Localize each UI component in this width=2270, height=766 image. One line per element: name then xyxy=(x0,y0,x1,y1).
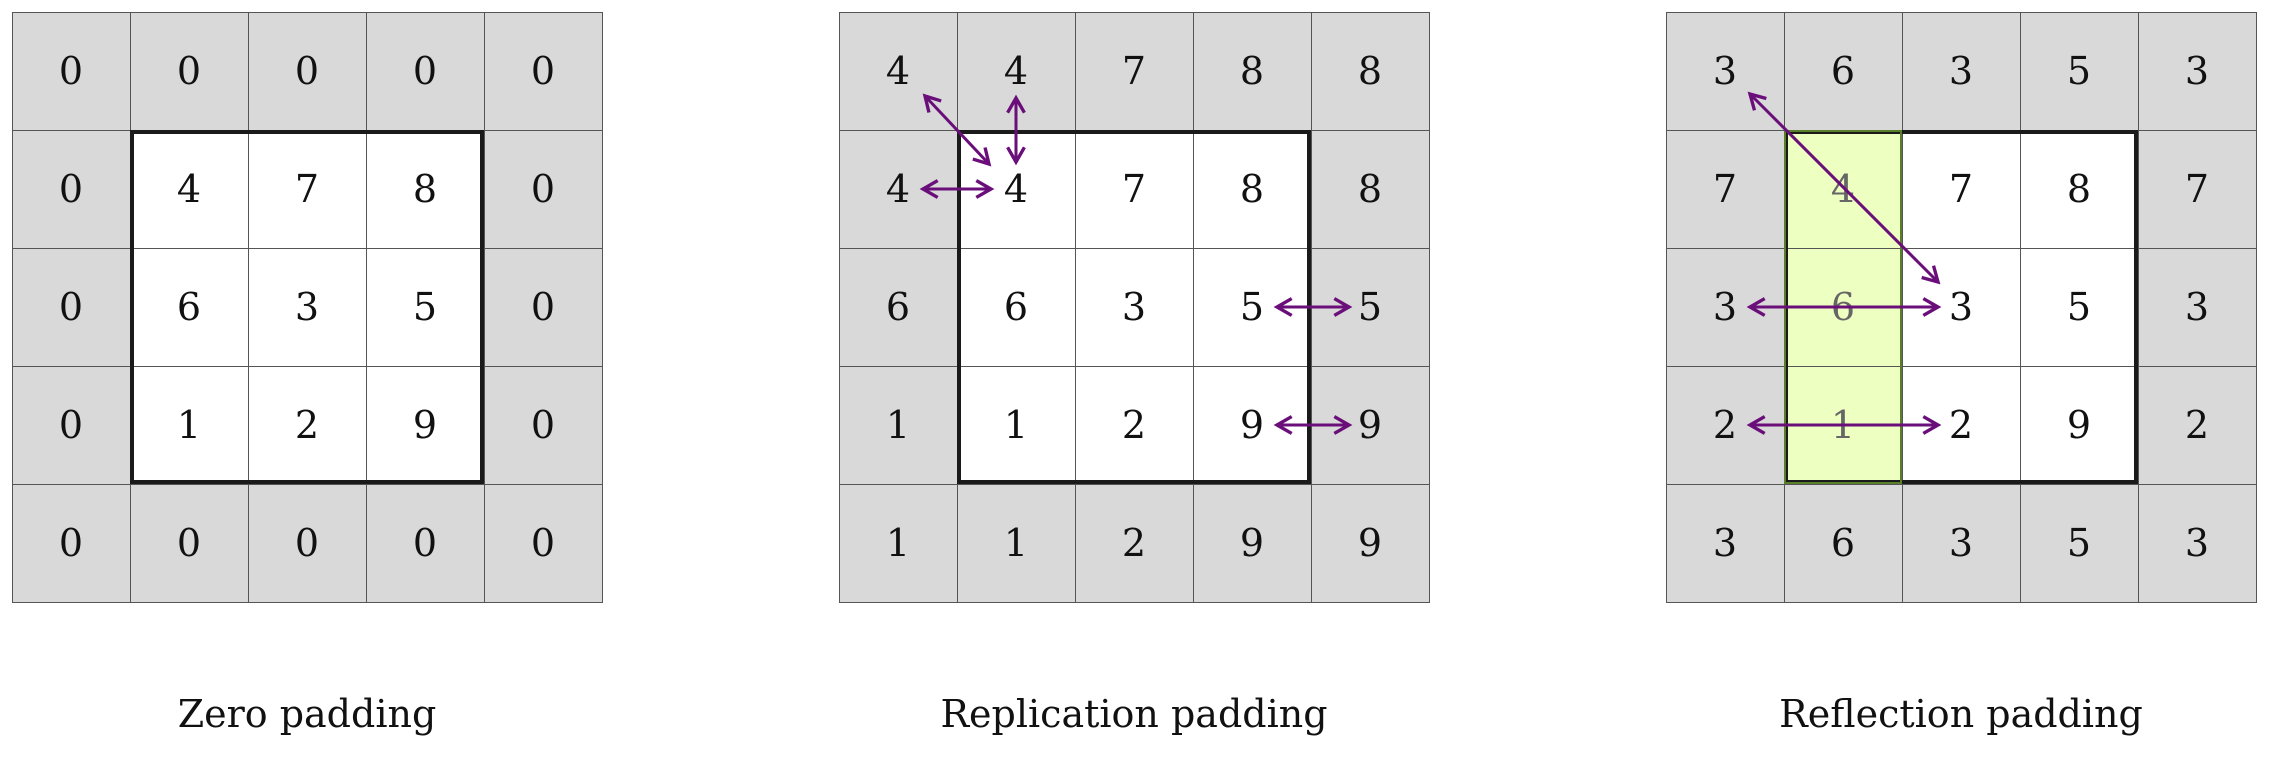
input-cell: 3 xyxy=(1901,247,2021,367)
replication-padding-caption: Replication padding xyxy=(940,692,1328,736)
padding-cell: 5 xyxy=(2019,483,2139,603)
padding-cell: 1 xyxy=(956,483,1076,603)
padding-cell: 5 xyxy=(1310,247,1430,367)
padding-cell: 0 xyxy=(483,483,603,603)
padding-cell: 3 xyxy=(2137,247,2257,367)
input-cell: 4 xyxy=(956,129,1076,249)
padding-cell: 9 xyxy=(1310,483,1430,603)
padding-cell: 6 xyxy=(1783,483,1903,603)
padding-cell: 5 xyxy=(2019,11,2139,131)
input-cell: 7 xyxy=(1901,129,2021,249)
input-cell: 5 xyxy=(1192,247,1312,367)
padding-cell: 8 xyxy=(1192,11,1312,131)
input-cell: 4 xyxy=(1783,129,1903,249)
padding-cell: 7 xyxy=(1665,129,1785,249)
padding-cell: 0 xyxy=(483,129,603,249)
input-cell: 7 xyxy=(1074,129,1194,249)
input-cell: 4 xyxy=(129,129,249,249)
padding-cell: 0 xyxy=(483,365,603,485)
padding-cell: 0 xyxy=(483,247,603,367)
padding-cell: 0 xyxy=(483,11,603,131)
input-cell: 8 xyxy=(1192,129,1312,249)
padding-cell: 3 xyxy=(2137,483,2257,603)
input-cell: 5 xyxy=(2019,247,2139,367)
padding-cell: 0 xyxy=(247,483,367,603)
input-cell: 1 xyxy=(129,365,249,485)
padding-cell: 3 xyxy=(1665,483,1785,603)
padding-cell: 8 xyxy=(1310,129,1430,249)
input-cell: 9 xyxy=(365,365,485,485)
padding-cell: 3 xyxy=(1665,247,1785,367)
padding-cell: 3 xyxy=(1901,11,2021,131)
padding-cell: 7 xyxy=(1074,11,1194,131)
padding-cell: 3 xyxy=(2137,11,2257,131)
padding-cell: 0 xyxy=(365,11,485,131)
padding-cell: 4 xyxy=(838,129,958,249)
padding-cell: 3 xyxy=(1665,11,1785,131)
padding-cell: 4 xyxy=(838,11,958,131)
input-cell: 2 xyxy=(1901,365,2021,485)
padding-cell: 0 xyxy=(11,247,131,367)
zero-padding-caption: Zero padding xyxy=(177,692,437,736)
padding-cell: 9 xyxy=(1310,365,1430,485)
input-cell: 2 xyxy=(247,365,367,485)
padding-cell: 0 xyxy=(129,11,249,131)
input-cell: 7 xyxy=(247,129,367,249)
padding-cell: 7 xyxy=(2137,129,2257,249)
input-cell: 1 xyxy=(956,365,1076,485)
padding-cell: 3 xyxy=(1901,483,2021,603)
padding-cell: 2 xyxy=(1074,483,1194,603)
padding-cell: 1 xyxy=(838,483,958,603)
input-cell: 5 xyxy=(365,247,485,367)
input-cell: 9 xyxy=(2019,365,2139,485)
padding-cell: 0 xyxy=(129,483,249,603)
padding-cell: 6 xyxy=(838,247,958,367)
padding-cell: 0 xyxy=(11,129,131,249)
padding-cell: 0 xyxy=(247,11,367,131)
input-cell: 8 xyxy=(2019,129,2139,249)
padding-cell: 0 xyxy=(11,11,131,131)
padding-cell: 4 xyxy=(956,11,1076,131)
padding-cell: 2 xyxy=(1665,365,1785,485)
padding-cell: 0 xyxy=(11,365,131,485)
padding-cell: 9 xyxy=(1192,483,1312,603)
padding-cell: 2 xyxy=(2137,365,2257,485)
input-cell: 9 xyxy=(1192,365,1312,485)
padding-cell: 0 xyxy=(365,483,485,603)
input-cell: 1 xyxy=(1783,365,1903,485)
input-cell: 2 xyxy=(1074,365,1194,485)
input-cell: 3 xyxy=(247,247,367,367)
input-cell: 8 xyxy=(365,129,485,249)
input-cell: 6 xyxy=(1783,247,1903,367)
padding-cell: 6 xyxy=(1783,11,1903,131)
padding-cell: 1 xyxy=(838,365,958,485)
input-cell: 6 xyxy=(956,247,1076,367)
padding-cell: 8 xyxy=(1310,11,1430,131)
reflection-padding-caption: Reflection padding xyxy=(1779,692,2143,736)
input-cell: 6 xyxy=(129,247,249,367)
padding-cell: 0 xyxy=(11,483,131,603)
input-cell: 3 xyxy=(1074,247,1194,367)
